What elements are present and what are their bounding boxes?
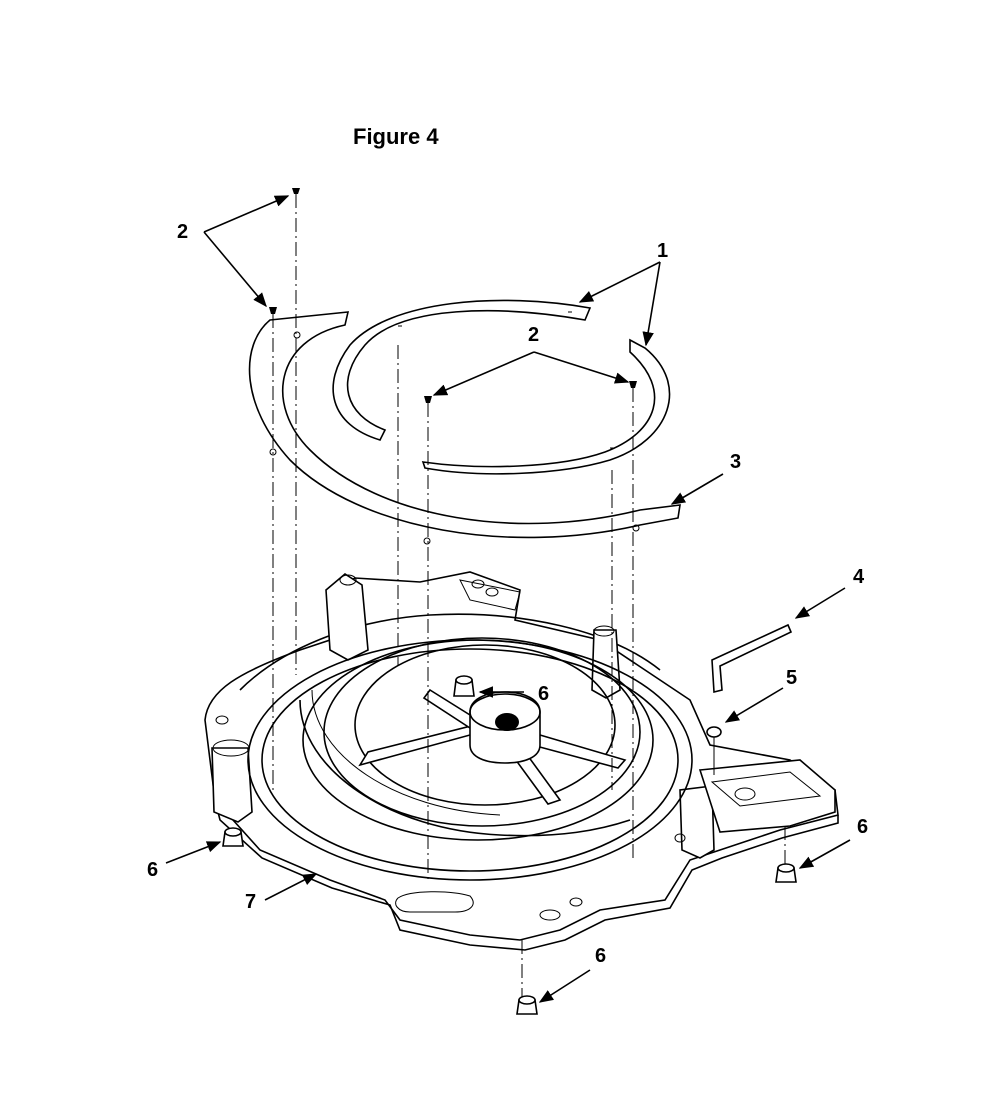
washer <box>706 726 722 775</box>
base-bearing-ring <box>247 637 693 881</box>
screw-4 <box>629 381 637 388</box>
hex-key <box>711 623 793 694</box>
callout-4: 4 <box>853 566 865 588</box>
callout-6-center: 6 <box>538 683 550 705</box>
callout-2-center: 2 <box>528 324 540 346</box>
screw-3 <box>424 396 432 403</box>
assembly-centerlines <box>272 194 786 1000</box>
foot-bumper-left <box>222 827 244 847</box>
foot-bumper-right <box>775 863 797 883</box>
callout-5: 5 <box>786 667 798 689</box>
callout-2-upper-left: 2 <box>177 221 189 243</box>
outer-ring-segment <box>248 311 681 545</box>
callout-6-right: 6 <box>857 816 869 838</box>
screw-2 <box>269 307 277 314</box>
screw-1 <box>292 188 300 194</box>
callout-6-left: 6 <box>147 859 159 881</box>
leader-arrows <box>165 195 851 1003</box>
inner-ring-segment-right <box>421 338 671 475</box>
callout-1: 1 <box>657 240 669 262</box>
callout-7: 7 <box>245 891 257 913</box>
foot-bumper-front <box>516 995 538 1015</box>
inner-ring-segment-left <box>332 299 592 441</box>
center-hub-spider <box>358 688 627 805</box>
callout-6-front: 6 <box>595 945 607 967</box>
callout-3: 3 <box>730 451 742 473</box>
foot-bumper-center <box>453 675 475 697</box>
figure-title: Figure 4 <box>353 124 439 149</box>
